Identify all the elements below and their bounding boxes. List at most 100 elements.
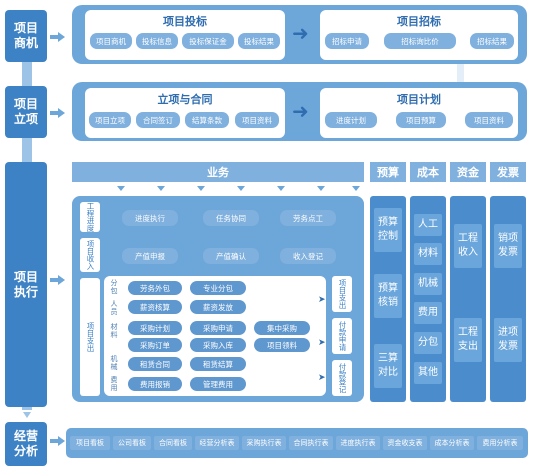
flow-pay-register-label: 付款登记 bbox=[338, 363, 347, 393]
cat-personnel: 人员 bbox=[110, 300, 118, 316]
tender-item-result: 招标结果 bbox=[470, 33, 514, 49]
personnel-item-calc: 薪资核算 bbox=[128, 300, 182, 314]
biz-down-arrow-3 bbox=[197, 186, 205, 191]
fee-item-reimburse: 费用报销 bbox=[128, 377, 182, 391]
analysis-item-progress-table: 进度执行表 bbox=[336, 436, 380, 450]
biz-down-arrow-5 bbox=[277, 186, 285, 191]
plan-item-schedule: 进度计划 bbox=[325, 112, 377, 128]
progress-item-labor: 劳务点工 bbox=[280, 210, 336, 226]
stage-biz: 项目商机 bbox=[5, 10, 47, 62]
machinery-item-settle: 租赁结算 bbox=[190, 357, 246, 371]
invoice-cell-output-label: 销项发票 bbox=[498, 233, 518, 258]
side-progress: 工程进度 bbox=[80, 202, 100, 232]
material-item-stock: 采购入库 bbox=[190, 338, 246, 352]
stage-exec-label: 项目执行 bbox=[13, 269, 38, 299]
flow-pay-apply: 付款申请 bbox=[332, 318, 352, 354]
bid-item-info: 投标信息 bbox=[136, 33, 178, 49]
flow-pay-register: 付款登记 bbox=[332, 360, 352, 396]
material-item-apply: 采购申请 bbox=[190, 321, 246, 335]
stage-setup-label: 项目立项 bbox=[13, 97, 38, 126]
tender-item-compare: 招标询比价 bbox=[384, 33, 456, 49]
flow-pay-apply-label: 付款申请 bbox=[338, 321, 347, 351]
analysis-item-fund-table: 资金收支表 bbox=[383, 436, 427, 450]
cost-cell-other: 其他 bbox=[414, 362, 442, 384]
stage-analysis-label: 经营分析 bbox=[13, 429, 38, 458]
fund-cell-income-label: 工程收入 bbox=[458, 233, 478, 258]
row4-entry-arrow bbox=[58, 436, 65, 446]
business-header: 业务 bbox=[72, 162, 364, 182]
tender-panel-title: 项目招标 bbox=[397, 15, 441, 28]
cost-header: 成本 bbox=[410, 162, 446, 182]
analysis-item-company-board: 公司看板 bbox=[113, 436, 151, 450]
budget-cell-writeoff: 预算核销 bbox=[374, 274, 402, 318]
stage-biz-label: 项目商机 bbox=[13, 21, 38, 50]
stage-exec: 项目执行 bbox=[5, 162, 47, 407]
income-item-register: 收入登记 bbox=[280, 248, 336, 264]
fund-cell-expense: 工程支出 bbox=[454, 318, 482, 362]
side-expense-label: 项目支出 bbox=[86, 322, 95, 352]
stage-down-arrow-3 bbox=[23, 412, 31, 418]
analysis-item-cost-table: 成本分析表 bbox=[430, 436, 474, 450]
budget-cell-writeoff-label: 预算核销 bbox=[378, 283, 398, 308]
flow-in-arrow-3: ➤ bbox=[318, 373, 326, 383]
analysis-item-biz-table: 经营分析表 bbox=[195, 436, 239, 450]
contract-item-docs: 项目资料 bbox=[235, 112, 279, 128]
biz-down-arrow-1 bbox=[117, 186, 125, 191]
analysis-item-fee-table: 费用分析表 bbox=[477, 436, 523, 450]
to-columns-arrow-1: ➤ bbox=[357, 232, 365, 242]
bid-item-deposit: 投标保证金 bbox=[182, 33, 234, 49]
side-income-label: 项目收入 bbox=[86, 240, 95, 270]
contract-item-setup: 项目立项 bbox=[89, 112, 131, 128]
side-expense: 项目支出 bbox=[80, 278, 100, 396]
cat-fee: 费用 bbox=[110, 376, 118, 392]
fund-cell-expense-label: 工程支出 bbox=[458, 327, 478, 352]
fund-header: 资金 bbox=[450, 162, 486, 182]
stage-analysis: 经营分析 bbox=[5, 422, 47, 466]
bid-item-opportunity: 项目商机 bbox=[90, 33, 132, 49]
right-connector-line bbox=[457, 62, 464, 84]
row3-entry-line bbox=[50, 278, 60, 282]
side-progress-label: 工程进度 bbox=[86, 202, 95, 232]
budget-cell-control: 预算控制 bbox=[374, 208, 402, 252]
material-item-plan: 采购计划 bbox=[128, 321, 182, 335]
side-income: 项目收入 bbox=[80, 238, 100, 272]
fund-cell-income: 工程收入 bbox=[454, 224, 482, 268]
flow-in-arrow-2: ➤ bbox=[318, 338, 326, 348]
row4-entry-line bbox=[50, 439, 60, 443]
invoice-cell-input: 进项发票 bbox=[494, 318, 522, 362]
row2-entry-arrow bbox=[58, 108, 65, 118]
stage-down-arrow-1 bbox=[23, 68, 31, 74]
material-item-central: 集中采购 bbox=[254, 321, 310, 335]
budget-header: 预算 bbox=[370, 162, 406, 182]
contract-item-sign: 合同签订 bbox=[136, 112, 180, 128]
biz-down-arrow-4 bbox=[237, 186, 245, 191]
cost-cell-subcontract: 分包 bbox=[414, 332, 442, 354]
row1-entry-line bbox=[50, 35, 60, 39]
tender-item-apply: 招标申请 bbox=[325, 33, 369, 49]
progress-item-exec: 进度执行 bbox=[122, 210, 178, 226]
cost-cell-fee: 费用 bbox=[414, 302, 442, 324]
bid-item-result: 投标结果 bbox=[238, 33, 280, 49]
sub-item-special: 专业分包 bbox=[190, 281, 246, 295]
expense-block bbox=[104, 276, 326, 396]
machinery-item-contract: 租赁合同 bbox=[128, 357, 182, 371]
budget-cell-control-label: 预算控制 bbox=[378, 217, 398, 242]
plan-panel-title: 项目计划 bbox=[397, 93, 441, 106]
invoice-header: 发票 bbox=[490, 162, 526, 182]
row1-entry-arrow bbox=[58, 32, 65, 42]
contract-panel-title: 立项与合同 bbox=[157, 93, 213, 106]
flow-expense: 项目支出 bbox=[332, 276, 352, 312]
analysis-item-contract-board: 合同看板 bbox=[154, 436, 192, 450]
plan-item-budget: 项目预算 bbox=[396, 112, 446, 128]
analysis-item-purchase-table: 采购执行表 bbox=[242, 436, 286, 450]
budget-cell-compare: 三算对比 bbox=[374, 344, 402, 388]
flow-expense-label: 项目支出 bbox=[338, 279, 347, 309]
invoice-cell-output: 销项发票 bbox=[494, 224, 522, 268]
stage-setup: 项目立项 bbox=[5, 86, 47, 138]
personnel-item-pay: 薪资发放 bbox=[190, 300, 246, 314]
income-item-confirm: 产值确认 bbox=[203, 248, 259, 264]
cat-material: 材料 bbox=[110, 323, 118, 339]
fee-item-admin: 管理费用 bbox=[190, 377, 246, 391]
to-columns-arrow-2: ➤ bbox=[357, 292, 365, 302]
to-columns-arrow-3: ➤ bbox=[357, 350, 365, 360]
